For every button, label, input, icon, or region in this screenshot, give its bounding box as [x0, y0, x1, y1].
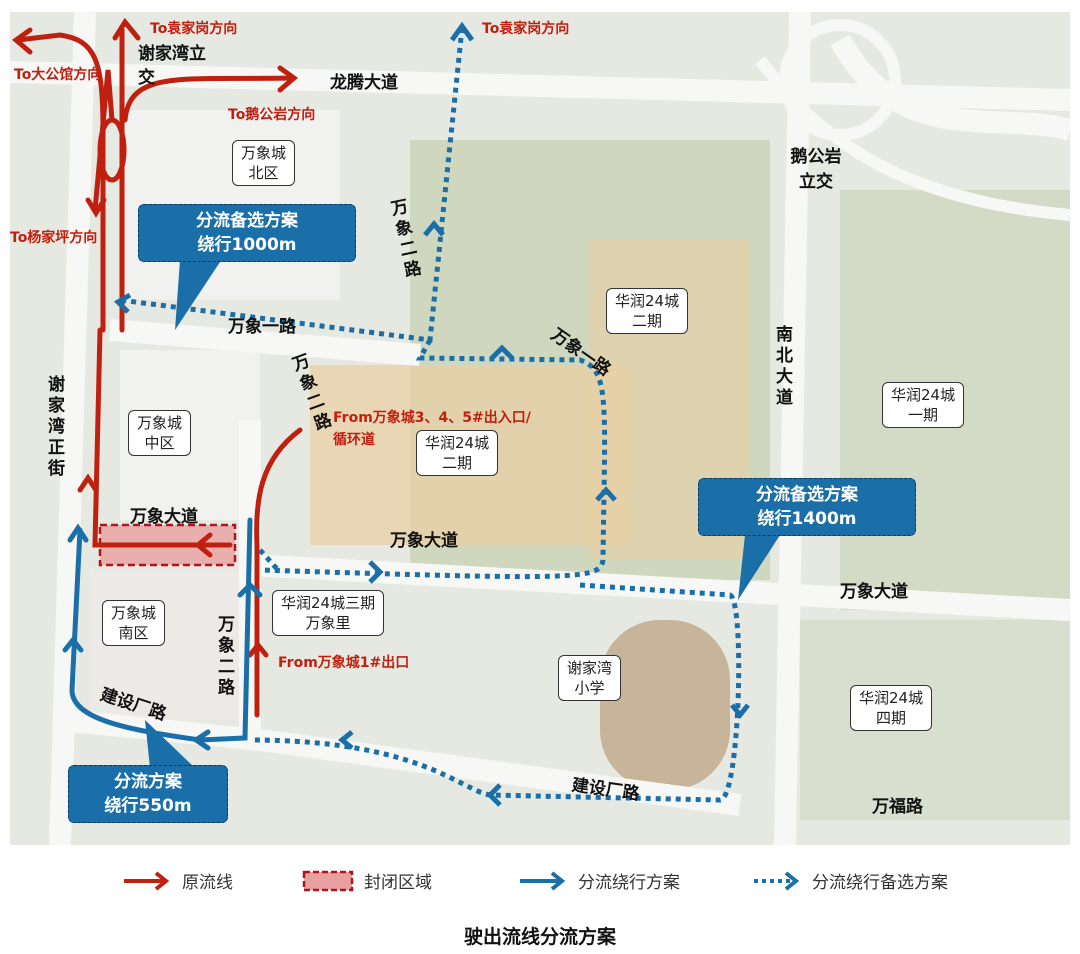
direction-label: To袁家岗方向 — [482, 21, 570, 37]
exit-label: 循环道 — [333, 432, 375, 448]
legend-label: 原流线 — [182, 873, 233, 893]
callout-tail — [175, 260, 220, 330]
arrowheads — [113, 21, 750, 807]
legend-detour: 分流绕行方案 — [518, 868, 680, 893]
direction-label: To大公馆方向 — [14, 67, 102, 83]
figure-title: 驶出流线分流方案 — [463, 926, 616, 948]
road-label: 谢家湾正街 — [44, 375, 64, 480]
exit-label: From万象城3、4、5#出入口/ — [333, 410, 531, 426]
alternative-route — [119, 27, 742, 803]
callout-title: 分流备选方案 — [756, 485, 858, 505]
blue-arrow-icon — [520, 870, 566, 891]
road-label: 万象大道 — [390, 531, 458, 551]
callout-tail — [145, 720, 195, 768]
place-label: 华润24城 四期 — [850, 685, 933, 731]
alt-detour-callout: 分流备选方案绕行1000m — [138, 204, 356, 262]
place-label: 华润24城三期 万象里 — [272, 590, 385, 636]
place-label: 谢家湾 小学 — [558, 655, 622, 701]
place-label: 万象城 北区 — [232, 140, 296, 186]
detour-callout: 分流方案绕行550m — [68, 765, 228, 823]
road-label: 万象大道 — [130, 507, 198, 527]
road-label: 鹅公岩立交 — [790, 147, 842, 192]
road-label: 南北大道 — [772, 325, 792, 409]
place-label: 华润24城 二期 — [416, 430, 499, 476]
place-label: 万象城 中区 — [128, 410, 192, 456]
legend-alternative: 分流绕行备选方案 — [752, 868, 948, 893]
detour-route — [62, 517, 263, 751]
legend-label: 分流绕行备选方案 — [812, 873, 948, 893]
red-arrow-icon — [124, 870, 170, 891]
legend-closed: 封闭区域 — [302, 868, 432, 893]
road-interchange — [830, 34, 1070, 141]
road-label: 万象二路 — [214, 615, 234, 699]
road-wanxiang1 — [109, 319, 421, 366]
road-label: 万象大道 — [840, 582, 908, 602]
dashed-red-box-icon — [302, 870, 354, 891]
road-label: 万象一路 — [228, 317, 296, 337]
road-label: 龙腾大道 — [330, 73, 398, 93]
direction-label: To杨家坪方向 — [10, 230, 98, 246]
callout-title: 分流备选方案 — [196, 211, 298, 231]
legend-label: 分流绕行方案 — [578, 873, 680, 893]
callout-distance: 绕行1400m — [757, 509, 857, 529]
direction-label: To袁家岗方向 — [150, 21, 238, 37]
road-label: 谢家湾立交 — [138, 44, 206, 88]
road-label: 万福路 — [872, 797, 923, 817]
exit-label: From万象城1#出口 — [278, 655, 410, 671]
callout-title: 分流方案 — [114, 772, 182, 792]
road-nanbei — [774, 12, 811, 845]
place-label: 华润24城 一期 — [882, 382, 965, 428]
callout-tail — [738, 535, 780, 600]
callout-distance: 绕行1000m — [197, 235, 297, 255]
direction-label: To鹅公岩方向 — [228, 107, 316, 123]
road-xjw-street — [49, 12, 96, 845]
place-label: 万象城 南区 — [102, 600, 166, 646]
green-zone — [800, 620, 1070, 820]
track-field — [600, 620, 730, 790]
legend-label: 封闭区域 — [364, 873, 432, 893]
alt-detour-callout: 分流备选方案绕行1400m — [698, 478, 916, 536]
original-route — [11, 17, 303, 718]
dotted-blue-arrow-icon — [754, 870, 800, 891]
legend-original: 原流线 — [122, 868, 233, 893]
place-label: 华润24城 二期 — [606, 288, 689, 334]
callout-distance: 绕行550m — [104, 796, 192, 816]
